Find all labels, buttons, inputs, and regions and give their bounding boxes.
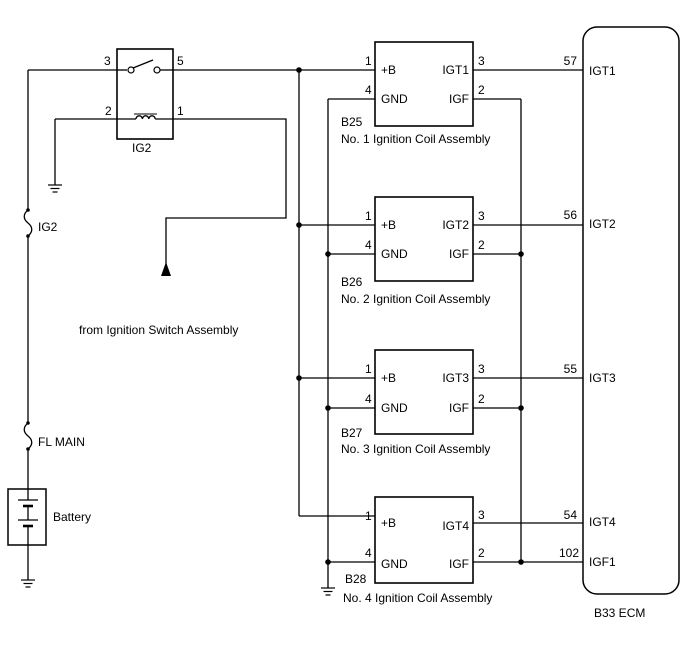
coil-4-pin-igf-number: 2: [478, 546, 485, 560]
ecm-pin-igt3-label: IGT3: [589, 371, 616, 385]
coil-3-name: No. 3 Ignition Coil Assembly: [341, 442, 490, 456]
fl-main-fuse-symbol: [23, 422, 33, 450]
coil-4-box: [374, 496, 474, 584]
ground-icon: [21, 579, 35, 588]
relay-pin1-number: 1: [177, 104, 184, 118]
coil-1-pin-b-number: 1: [365, 54, 372, 68]
coil-4-pin-gnd-number: 4: [365, 546, 372, 560]
coil-2-pin-igt-number: 3: [478, 209, 485, 223]
coil-2-pin-igt-label: IGT2: [442, 218, 469, 232]
ig2-relay-label: IG2: [132, 141, 152, 155]
ecm-pin-igt2-label: IGT2: [589, 217, 616, 231]
coil-4-pin-b-label: +B: [381, 516, 396, 530]
coil-3-pin-gnd-number: 4: [365, 392, 372, 406]
coil-1-pin-igt-label: IGT1: [442, 63, 469, 77]
coil-2-connector-id: B26: [341, 275, 363, 289]
gnd-bus-ground-icon: [321, 587, 335, 596]
ecm-pin-igt1-label: IGT1: [589, 64, 616, 78]
ecm-pin-igt4-label: IGT4: [589, 515, 616, 529]
ecm-label: B33 ECM: [594, 606, 645, 620]
coil-3-group: 1 4 3 2 +B GND IGT3 IGF B27 No. 3 Igniti…: [296, 349, 583, 456]
coil-1-pin-b-label: +B: [381, 63, 396, 77]
coil-4-group: 1 4 3 2 +B GND IGT4 IGF B28 No. 4 Igniti…: [299, 496, 583, 605]
coil-2-pin-gnd-number: 4: [365, 238, 372, 252]
coil-2-pin-gnd-label: GND: [381, 247, 408, 261]
ecm-pin-54-number: 54: [564, 508, 578, 522]
relay-switch-icon: [117, 59, 173, 74]
coil-1-pin-igt-number: 3: [478, 54, 485, 68]
coil-1-pin-gnd-label: GND: [381, 92, 408, 106]
ecm-pin-56-number: 56: [564, 208, 578, 222]
coil-4-pin-gnd-label: GND: [381, 557, 408, 571]
coil-1-connector-id: B25: [341, 115, 363, 129]
coil-3-pin-igt-number: 3: [478, 362, 485, 376]
coil-1-name: No. 1 Ignition Coil Assembly: [341, 132, 490, 146]
ecm-pin-55-number: 55: [564, 362, 578, 376]
relay-coil-icon: [117, 113, 173, 120]
coil-2-pin-b-label: +B: [381, 218, 396, 232]
relay-ground-icon: [48, 184, 62, 193]
ig2-fuse-symbol: [23, 209, 33, 237]
coil-2-box: [374, 196, 474, 282]
coil-2-pin-b-number: 1: [365, 209, 372, 223]
arrow-up-icon: [161, 262, 171, 276]
ecm-pin-57-number: 57: [564, 54, 578, 68]
coil-1-pin-gnd-number: 4: [365, 83, 372, 97]
battery-label: Battery: [53, 510, 91, 524]
coil-3-pin-b-label: +B: [381, 371, 396, 385]
coil-4-pin-igf-label: IGF: [449, 557, 469, 571]
ecm-box: [582, 26, 680, 595]
fl-main-fuse-label: FL MAIN: [38, 435, 85, 449]
coil-3-pin-igt-label: IGT3: [442, 371, 469, 385]
from-ignition-switch-label: from Ignition Switch Assembly: [79, 323, 238, 337]
coil-2-pin-igf-label: IGF: [449, 247, 469, 261]
coil-3-pin-igf-label: IGF: [449, 401, 469, 415]
coil-4-connector-id: B28: [345, 572, 367, 586]
coil-4-pin-b-number: 1: [365, 509, 372, 523]
ig2-relay-box: [116, 48, 174, 140]
coil-3-pin-igf-number: 2: [478, 392, 485, 406]
relay-pin5-number: 5: [177, 54, 184, 68]
coil-2-name: No. 2 Ignition Coil Assembly: [341, 292, 490, 306]
coil-4-name: No. 4 Ignition Coil Assembly: [343, 591, 492, 605]
coil-2-group: 1 4 3 2 +B GND IGT2 IGF B26 No. 2 Igniti…: [296, 196, 583, 306]
battery-icon: [18, 489, 38, 545]
coil-3-pin-gnd-label: GND: [381, 401, 408, 415]
coil-4-pin-igt-label: IGT4: [442, 519, 469, 533]
coil-1-box: [374, 41, 474, 127]
relay-pin2-number: 2: [105, 104, 112, 118]
coil-2-pin-igf-number: 2: [478, 238, 485, 252]
ecm-pin-102-number: 102: [559, 546, 579, 560]
ignition-switch-wire: [165, 118, 287, 275]
junction-dot: [296, 67, 302, 73]
relay-pin3-number: 3: [104, 54, 111, 68]
ecm-pin-igf1-label: IGF1: [589, 555, 616, 569]
coil-1-pin-igf-number: 2: [478, 83, 485, 97]
coil-3-pin-b-number: 1: [365, 362, 372, 376]
coil-4-pin-igt-number: 3: [478, 508, 485, 522]
coil-3-box: [374, 349, 474, 435]
battery-box: [7, 488, 47, 546]
ig2-fuse-label: IG2: [38, 220, 58, 234]
coil-1-pin-igf-label: IGF: [449, 92, 469, 106]
coil-1-group: 1 4 3 2 +B GND IGT1 IGF B25 No. 1 Igniti…: [328, 41, 583, 146]
coil-3-connector-id: B27: [341, 426, 363, 440]
